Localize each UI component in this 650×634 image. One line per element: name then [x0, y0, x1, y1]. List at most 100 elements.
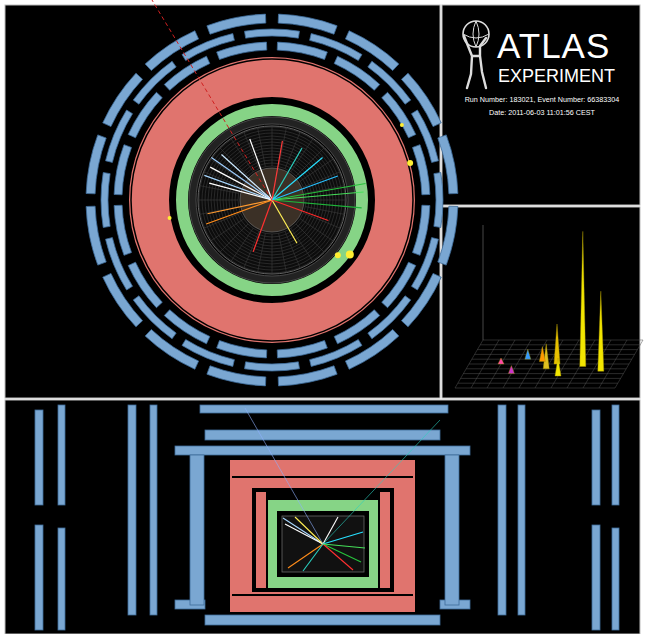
em-calorimeter [268, 577, 378, 588]
trt-sector [305, 186, 344, 194]
muon-wheel [518, 405, 525, 615]
trt-sector [300, 219, 333, 241]
date-info: Date: 2011-06-03 11:01:56 CEST [446, 109, 638, 117]
muon-chamber [205, 615, 440, 625]
trt-sector [231, 228, 253, 261]
energy-tower [525, 349, 531, 359]
particle-track [272, 200, 362, 208]
muon-chamber [278, 14, 337, 34]
muon-chamber [190, 455, 204, 605]
muon-chamber [245, 29, 300, 38]
muon-wheel [58, 405, 65, 505]
trt-sector [291, 228, 313, 261]
energy-tower [498, 358, 504, 364]
trt-sector [258, 233, 266, 272]
trt-sector [198, 200, 238, 201]
muon-chamber [345, 329, 398, 369]
particle-track [303, 544, 323, 571]
muon-wheel [612, 405, 619, 505]
lego-plot [455, 225, 643, 388]
energy-tower [598, 291, 604, 371]
energy-tower [580, 231, 586, 366]
trt-sector [272, 126, 273, 166]
muon-wheel [498, 405, 506, 615]
muon-chamber [413, 145, 430, 195]
particle-track [272, 176, 338, 200]
energy-tower [554, 324, 560, 364]
side-view [35, 405, 619, 630]
muon-chamber [145, 31, 198, 71]
muon-wheel [128, 405, 136, 615]
muon-wheel [35, 525, 43, 630]
logo-subtitle: EXPERIMENT [498, 66, 615, 87]
muon-chamber [438, 206, 458, 265]
endcap-calorimeter [380, 492, 390, 588]
trt-sector [303, 213, 340, 228]
muon-wheel [592, 525, 600, 630]
lego-axis [483, 225, 484, 340]
muon-wheel [58, 528, 65, 630]
missing-energy [152, 0, 272, 200]
muon-chamber [101, 173, 110, 228]
em-endcap [268, 500, 277, 588]
energy-deposit [400, 123, 404, 127]
particle-track [206, 200, 272, 224]
trt-sector [210, 219, 243, 241]
muon-chamber [278, 366, 337, 386]
muon-chamber [205, 430, 440, 440]
endcap-calorimeter [256, 492, 266, 588]
trt-sector [244, 231, 259, 268]
particle-track [288, 544, 323, 568]
particle-track [209, 183, 272, 200]
muon-chamber [217, 42, 267, 59]
lego-grid [483, 340, 643, 341]
particle-track [323, 544, 365, 548]
muon-wheel [612, 528, 619, 630]
muon-chamber [413, 205, 430, 255]
muon-chamber [245, 362, 300, 371]
energy-deposit [407, 160, 413, 166]
muon-chamber [103, 273, 143, 326]
particle-track [272, 158, 323, 200]
calorimeter-gap [232, 594, 413, 596]
particle-track [272, 192, 364, 200]
muon-chamber [277, 341, 327, 358]
run-info: Run Number: 183021, Event Number: 663833… [446, 96, 638, 104]
particle-track [204, 175, 272, 200]
panel-frame [442, 5, 640, 205]
muon-wheel [35, 410, 43, 505]
particle-track [272, 184, 366, 200]
logo-title: ATLAS [497, 26, 610, 66]
trt-sector [244, 132, 259, 169]
panel-frame [442, 207, 640, 398]
energy-deposit [346, 250, 354, 258]
particle-track [323, 544, 353, 570]
muon-chamber [401, 73, 441, 126]
trt-sector [272, 234, 273, 274]
trt-sector [305, 207, 344, 215]
energy-tower [539, 347, 545, 362]
lego-grid [583, 340, 611, 388]
muon-chamber [86, 135, 106, 194]
particle-track [295, 517, 323, 544]
muon-chamber [175, 446, 470, 455]
muon-chamber [145, 329, 198, 369]
muon-chamber [434, 173, 443, 228]
muon-chamber [114, 145, 131, 195]
muon-chamber [438, 135, 458, 194]
lego-grid [615, 340, 643, 388]
trt-sector [279, 127, 287, 166]
muon-chamber [103, 73, 143, 126]
muon-chamber [445, 455, 459, 605]
logo-body [464, 36, 486, 88]
em-calorimeter [268, 500, 378, 511]
trt-sector [306, 200, 346, 201]
muon-chamber [277, 42, 327, 59]
particle-track [253, 200, 272, 252]
lego-grid [472, 359, 632, 360]
energy-tower [555, 358, 561, 376]
trt-sector [303, 172, 340, 187]
hadronic-calorimeter [230, 460, 415, 612]
trt-sector [291, 138, 313, 171]
particle-track [211, 158, 272, 200]
